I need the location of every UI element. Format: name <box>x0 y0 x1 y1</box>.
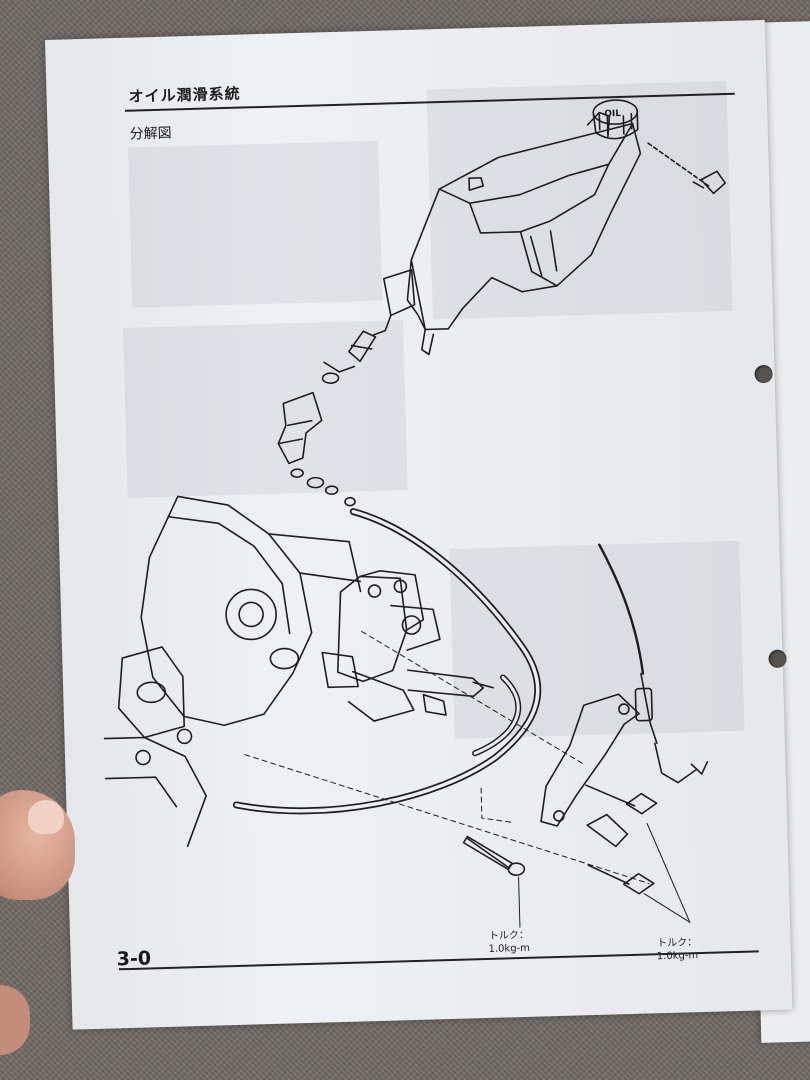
oil-pump <box>321 570 495 722</box>
tank-fitting <box>321 330 377 384</box>
bracket-bolts <box>585 784 658 895</box>
manual-page: オイル潤滑系統 分解図 <box>45 19 793 1030</box>
torque-label-bracket-bolts: トルク： 1.0kg-m <box>656 937 699 963</box>
oil-hose-inner <box>234 509 540 813</box>
hose-seals <box>290 468 356 507</box>
oil-hose <box>232 508 542 815</box>
oil-cap-label: OIL <box>604 109 621 119</box>
control-cable <box>598 543 709 784</box>
torque-label-pump-bolt: トルク： 1.0kg-m <box>488 929 531 955</box>
oil-cap <box>592 99 639 140</box>
page-number: 3-0 <box>116 947 152 971</box>
tank-bolt <box>647 142 727 195</box>
elbow-joint <box>277 391 323 465</box>
fingernail <box>28 800 64 834</box>
engine-case <box>103 495 362 848</box>
o-ring <box>269 647 300 670</box>
cable-bracket <box>540 693 640 848</box>
pump-bolt <box>462 835 526 876</box>
oil-tank <box>372 111 642 356</box>
exploded-view-diagram: OIL <box>103 99 727 928</box>
